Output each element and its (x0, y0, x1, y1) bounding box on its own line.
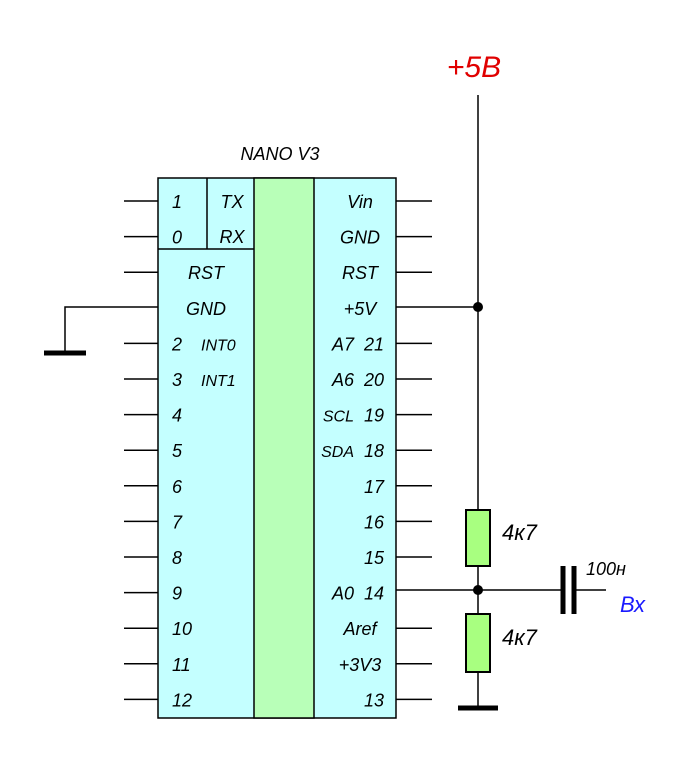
pin-number-right: 21 (363, 334, 384, 354)
pin-function-left: RST (188, 263, 226, 283)
pin-function-right: +5V (344, 299, 379, 319)
pin-number-right: 19 (364, 406, 384, 426)
pin-function-right: GND (340, 228, 380, 248)
pin-function-left: INT0 (201, 337, 236, 354)
pin-number-right: 14 (364, 584, 384, 604)
pin-number-right: 18 (364, 441, 384, 461)
resistor-bottom-value: 4к7 (502, 625, 538, 650)
pin-function-right: Vin (347, 192, 373, 212)
resistor-top: 4к7 (465, 509, 538, 614)
pin-number-left: 6 (172, 477, 183, 497)
pin-function-right: A7 (331, 334, 355, 354)
pin-function-right: +3V3 (339, 655, 382, 675)
capacitor: 100н (560, 559, 626, 614)
pin-function-left: INT1 (201, 373, 236, 390)
resistor-bottom: 4к7 (458, 613, 538, 711)
pin-function-right: Aref (342, 619, 378, 639)
chip-center-strip (253, 177, 315, 719)
resistor-bottom-body (465, 613, 491, 673)
pin-function-right: SDA (321, 444, 354, 461)
pin-number-right: 13 (364, 690, 384, 710)
pin-label-rx: RX (219, 227, 245, 247)
pin-number-left: 11 (172, 655, 191, 675)
pin-function-right: SCL (323, 409, 354, 426)
input-label: Вх (620, 592, 646, 617)
a0-node (396, 585, 562, 595)
pin-function-right: RST (342, 263, 380, 283)
pin-function-right: A6 (331, 370, 355, 390)
pin-number-left: 1 (172, 192, 182, 212)
pin-number-left: 5 (172, 441, 183, 461)
pin-label-tx: TX (220, 192, 244, 212)
resistor-top-value: 4к7 (502, 520, 538, 545)
pin-number-left: 10 (172, 619, 192, 639)
resistor-top-body (465, 509, 491, 567)
junction-dot-5v (473, 302, 483, 312)
pin-number-right: 15 (364, 548, 385, 568)
junction-dot-a0 (473, 585, 483, 595)
capacitor-value: 100н (586, 559, 626, 579)
pin-number-left: 2 (171, 334, 182, 354)
pin-function-left: GND (186, 299, 226, 319)
pin-number-left: 9 (172, 584, 182, 604)
power-label: +5В (447, 51, 501, 84)
pin-number-left: 3 (172, 370, 182, 390)
pin-number-right: 16 (364, 512, 385, 532)
pin-number-left: 0 (172, 228, 182, 248)
left-ground-connection (44, 306, 158, 356)
pin-number-left: 7 (172, 512, 183, 532)
chip-title: NANO V3 (240, 144, 319, 164)
nano-chip: TX RX (157, 177, 397, 719)
power-rail: +5В (396, 51, 501, 510)
pin-number-left: 12 (172, 690, 192, 710)
pin-number-right: 17 (364, 477, 385, 497)
pin-number-right: 20 (363, 370, 384, 390)
pin-number-left: 4 (172, 406, 182, 426)
pin-function-right: A0 (331, 584, 354, 604)
gnd-wire-left (64, 306, 158, 353)
pin-number-left: 8 (172, 548, 182, 568)
